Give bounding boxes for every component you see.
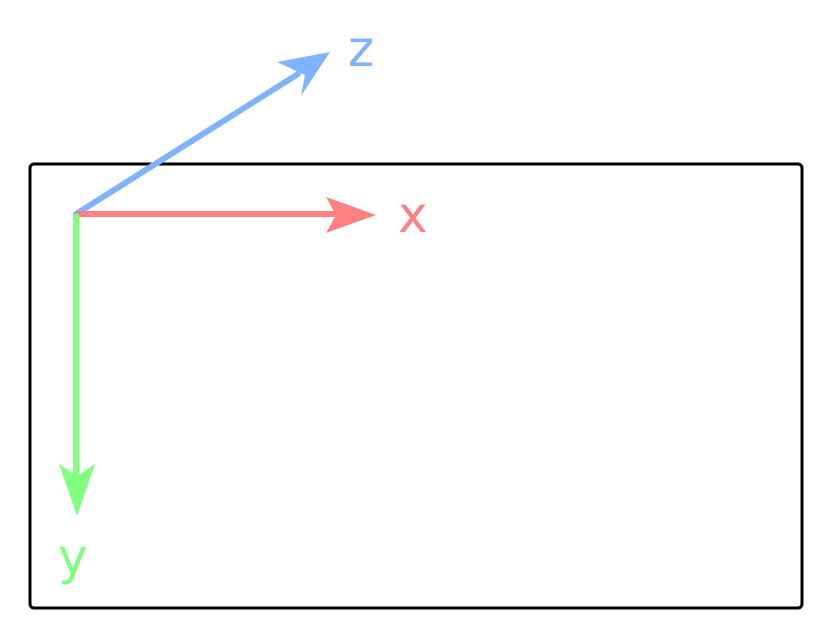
x-axis-label: x: [398, 186, 428, 244]
z-axis: z: [73, 20, 374, 217]
y-axis-arrowhead: [59, 464, 95, 516]
z-axis-line: [73, 71, 301, 217]
z-axis-arrowhead: [277, 52, 330, 96]
y-axis: y: [58, 214, 95, 586]
screen-frame: [28, 162, 804, 610]
y-axis-label: y: [58, 528, 88, 586]
z-axis-label: z: [348, 20, 374, 78]
x-axis-arrowhead: [326, 197, 376, 233]
x-axis: x: [76, 186, 428, 244]
